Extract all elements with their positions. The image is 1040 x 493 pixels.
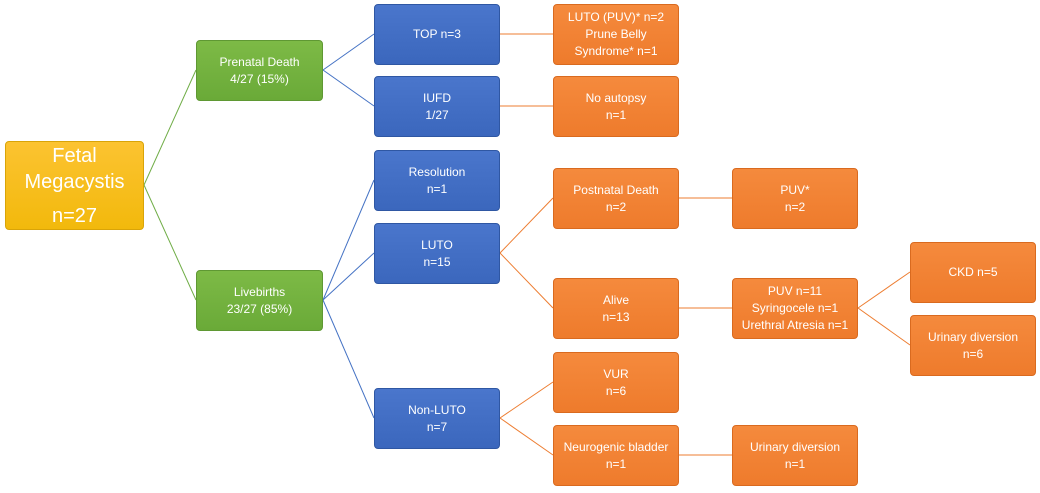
- nonluto-line1: Non-LUTO: [408, 402, 466, 417]
- vur-line1: VUR: [603, 366, 629, 381]
- luto-line1: LUTO: [421, 237, 453, 252]
- urinary-div-6-line2: n=6: [962, 346, 984, 361]
- puv-group-line2: Syringocele n=1: [751, 301, 839, 315]
- postnatal-line1: Postnatal Death: [573, 182, 659, 197]
- link-livebirths-luto: [322, 252, 375, 301]
- no-autopsy-node: No autopsy n=1: [553, 76, 679, 137]
- top-line1: TOP n=3: [413, 27, 461, 41]
- no-autopsy-line1: No autopsy: [585, 90, 647, 105]
- postnatal-line2: n=2: [605, 199, 627, 214]
- puv-syringocele-atresia-node: PUV n=11 Syringocele n=1 Urethral Atresi…: [732, 278, 858, 339]
- top-node: TOP n=3: [374, 4, 500, 65]
- link-root-livebirths: [143, 184, 197, 301]
- luto-puv-node: LUTO (PUV)* n=2 Prune Belly Syndrome* n=…: [553, 4, 679, 65]
- root-line2: Megacystis: [24, 170, 125, 193]
- link-root-prenatal: [143, 69, 197, 186]
- iufd-node: IUFD 1/27: [374, 76, 500, 137]
- prenatal-death-node: Prenatal Death 4/27 (15%): [196, 40, 323, 101]
- urinary-div-1-line1: Urinary diversion: [749, 439, 841, 454]
- puv-star-node: PUV* n=2: [732, 168, 858, 229]
- luto-puv-line1: LUTO (PUV)* n=2: [567, 10, 665, 24]
- livebirths-line1: Livebirths: [233, 284, 286, 299]
- livebirths-node: Livebirths 23/27 (85%): [196, 270, 323, 331]
- link-puvgroup-urinarydiv6: [857, 307, 911, 346]
- alive-line1: Alive: [602, 292, 629, 307]
- iufd-line2: 1/27: [425, 107, 449, 122]
- resolution-line2: n=1: [426, 181, 448, 196]
- luto-puv-line2: Prune Belly: [585, 27, 647, 41]
- puv-group-line1: PUV n=11: [767, 284, 823, 298]
- alive-node: Alive n=13: [553, 278, 679, 339]
- ckd-line1: CKD n=5: [948, 265, 998, 279]
- neurogenic-line2: n=1: [605, 456, 627, 471]
- iufd-line1: IUFD: [423, 90, 451, 105]
- prenatal-line2: 4/27 (15%): [230, 71, 289, 86]
- ckd-node: CKD n=5: [910, 242, 1036, 303]
- link-prenatal-top: [322, 33, 375, 71]
- link-nonluto-neurogenic: [499, 417, 554, 456]
- neurogenic-bladder-node: Neurogenic bladder n=1: [553, 425, 679, 486]
- resolution-node: Resolution n=1: [374, 150, 500, 211]
- prenatal-line1: Prenatal Death: [219, 54, 300, 69]
- link-prenatal-iufd: [322, 69, 375, 107]
- vur-node: VUR n=6: [553, 352, 679, 413]
- non-luto-node: Non-LUTO n=7: [374, 388, 500, 449]
- urinary-diversion-n1-node: Urinary diversion n=1: [732, 425, 858, 486]
- neurogenic-line1: Neurogenic bladder: [563, 439, 669, 454]
- fetal-megacystis-node: Fetal Megacystis n=27: [5, 141, 144, 230]
- urinary-div-6-line1: Urinary diversion: [927, 329, 1019, 344]
- luto-node: LUTO n=15: [374, 223, 500, 284]
- link-luto-postnatal: [499, 197, 554, 254]
- luto-line2: n=15: [423, 254, 451, 269]
- vur-line2: n=6: [605, 383, 627, 398]
- nonluto-line2: n=7: [426, 419, 448, 434]
- postnatal-death-node: Postnatal Death n=2: [553, 168, 679, 229]
- link-puvgroup-ckd: [857, 271, 911, 309]
- urinary-diversion-n6-node: Urinary diversion n=6: [910, 315, 1036, 376]
- luto-puv-line3: Syndrome* n=1: [574, 44, 658, 58]
- link-luto-alive: [499, 252, 554, 309]
- alive-line2: n=13: [602, 309, 630, 324]
- livebirths-line2: 23/27 (85%): [226, 301, 293, 316]
- resolution-line1: Resolution: [408, 164, 466, 179]
- link-livebirths-resolution: [322, 179, 375, 301]
- link-livebirths-nonluto: [322, 299, 375, 419]
- link-nonluto-vur: [499, 381, 554, 419]
- no-autopsy-line2: n=1: [605, 107, 627, 122]
- root-line3: n=27: [51, 204, 98, 227]
- puv-star-line2: n=2: [784, 199, 806, 214]
- puv-star-line1: PUV*: [780, 182, 810, 197]
- puv-group-line3: Urethral Atresia n=1: [741, 318, 849, 332]
- urinary-div-1-line2: n=1: [784, 456, 806, 471]
- root-line1: Fetal: [52, 144, 97, 167]
